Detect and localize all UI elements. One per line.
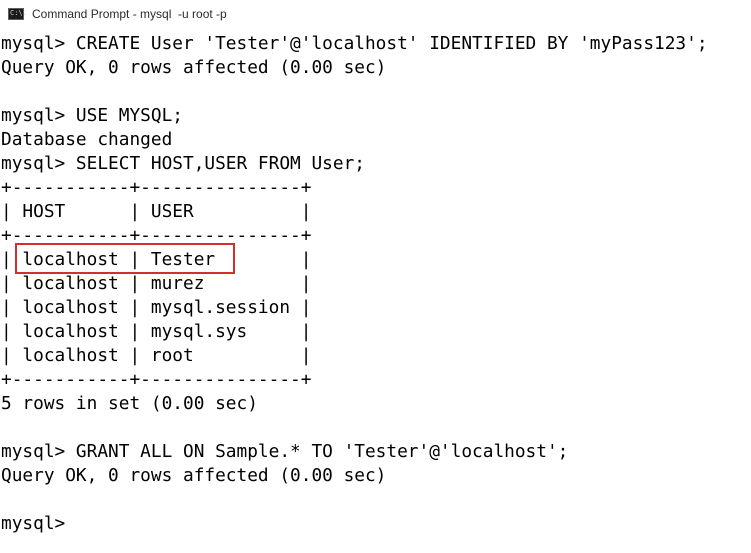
console-line: mysql> SELECT HOST,USER FROM User;: [1, 153, 365, 174]
table-header-row: | HOST | USER |: [1, 201, 312, 222]
table-row: | localhost | murez |: [1, 273, 312, 294]
console-output[interactable]: mysql> CREATE User 'Tester'@'localhost' …: [1, 32, 749, 552]
table-border: +-----------+---------------+: [1, 225, 312, 246]
table-row: | localhost | Tester |: [1, 249, 312, 270]
cmd-icon: C:\.: [8, 8, 27, 20]
console-line: Query OK, 0 rows affected (0.00 sec): [1, 465, 387, 486]
console-line: [1, 488, 749, 512]
console-line: mysql> CREATE User 'Tester'@'localhost' …: [1, 33, 708, 54]
table-border: +-----------+---------------+: [1, 369, 312, 390]
console-line: Query OK, 0 rows affected (0.00 sec): [1, 57, 387, 78]
title-bar[interactable]: C:\. Command Prompt - mysql -u root -p: [0, 0, 751, 30]
window-title: Command Prompt - mysql -u root -p: [32, 7, 227, 21]
console-line: mysql> USE MYSQL;: [1, 105, 183, 126]
console-line: [1, 80, 749, 104]
console-line: [1, 416, 749, 440]
console-line: mysql> GRANT ALL ON Sample.* TO 'Tester'…: [1, 441, 569, 462]
console-prompt: mysql>: [1, 513, 66, 534]
table-row: | localhost | mysql.session |: [1, 297, 312, 318]
console-line: Database changed: [1, 129, 173, 150]
table-row: | localhost | mysql.sys |: [1, 321, 312, 342]
console-line: 5 rows in set (0.00 sec): [1, 393, 258, 414]
table-row: | localhost | root |: [1, 345, 312, 366]
table-border: +-----------+---------------+: [1, 177, 312, 198]
